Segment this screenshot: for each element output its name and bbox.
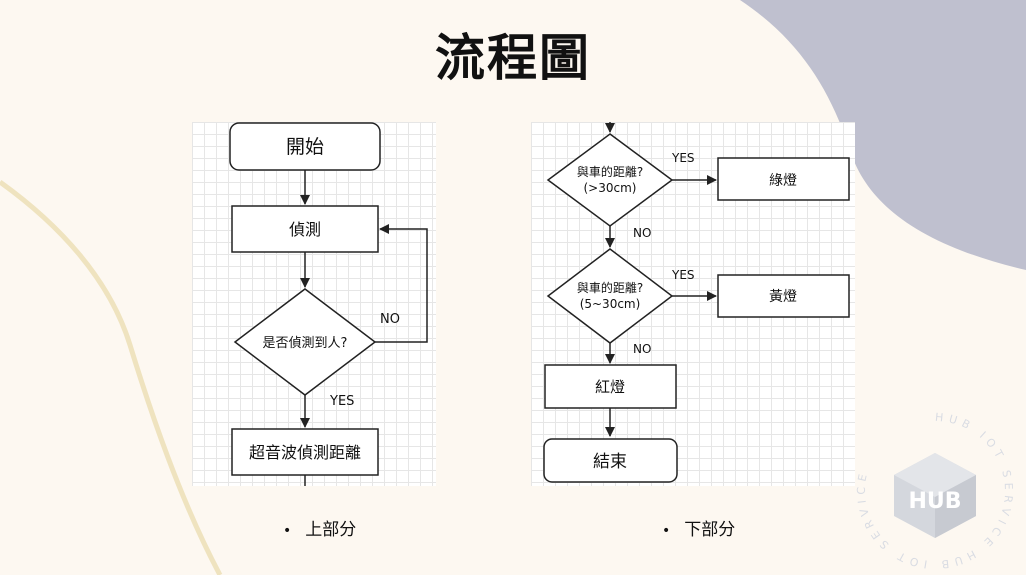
flowchart-bottom-panel: 與車的距離? (>30cm) YES 綠燈 NO 與車的距離? (5~30cm)… (531, 122, 855, 486)
caption-bottom-part: • 下部分 (662, 515, 735, 540)
yes-label: YES (329, 394, 354, 409)
slide-title: 流程圖 (435, 29, 591, 87)
corner-blob (740, 0, 1026, 270)
decision2-line2: (5~30cm) (580, 297, 641, 311)
decorative-curve (0, 179, 223, 575)
decision1-line1: 與車的距離? (577, 164, 643, 179)
red-light-node (544, 364, 677, 409)
caption-bottom-text: 下部分 (684, 520, 736, 540)
hub-cube-icon: HUB (894, 453, 976, 538)
decision1-line2: (>30cm) (584, 181, 637, 195)
yes2-label: YES (671, 268, 695, 282)
yes1-label: YES (671, 151, 695, 165)
detect-node (231, 205, 379, 253)
end-label: 結束 (593, 452, 627, 472)
decision2-line1: 與車的距離? (577, 280, 643, 295)
yellow-light-label: 黃燈 (769, 289, 797, 305)
start-label: 開始 (286, 136, 324, 158)
yellow-light-node (717, 274, 850, 318)
bullet-icon: • (283, 523, 292, 539)
logo-mark-letters: HUB (908, 489, 961, 514)
green-light-node (717, 157, 850, 201)
no1-label: NO (633, 226, 651, 240)
hub-logo: HUB IOT SERVICE HUB IOT SERVICE HUB (855, 411, 1010, 571)
distance-5-30-decision (546, 248, 674, 344)
decision-label: 是否偵測到人? (263, 336, 348, 351)
detect-label: 偵測 (289, 220, 321, 239)
edge-no-loop (375, 224, 428, 343)
caption-top-part: • 上部分 (283, 515, 356, 540)
caption-top-text: 上部分 (305, 520, 357, 540)
flowchart-bottom: 與車的距離? (>30cm) YES 綠燈 NO 與車的距離? (5~30cm)… (543, 122, 850, 483)
red-light-label: 紅燈 (595, 378, 625, 396)
measure-label: 超音波偵測距離 (249, 443, 361, 462)
end-node (543, 438, 678, 483)
flowchart-top-panel: 開始 偵測 是否偵測到人? NO YES 超音波偵測距離 (192, 122, 436, 486)
green-light-label: 綠燈 (769, 173, 797, 189)
bullet-icon: • (662, 523, 671, 539)
no-label: NO (380, 312, 400, 327)
flowchart-top: 開始 偵測 是否偵測到人? NO YES 超音波偵測距離 (229, 122, 428, 486)
no2-label: NO (633, 342, 651, 356)
distance-gt30-decision (546, 133, 674, 227)
measure-node (231, 428, 379, 476)
